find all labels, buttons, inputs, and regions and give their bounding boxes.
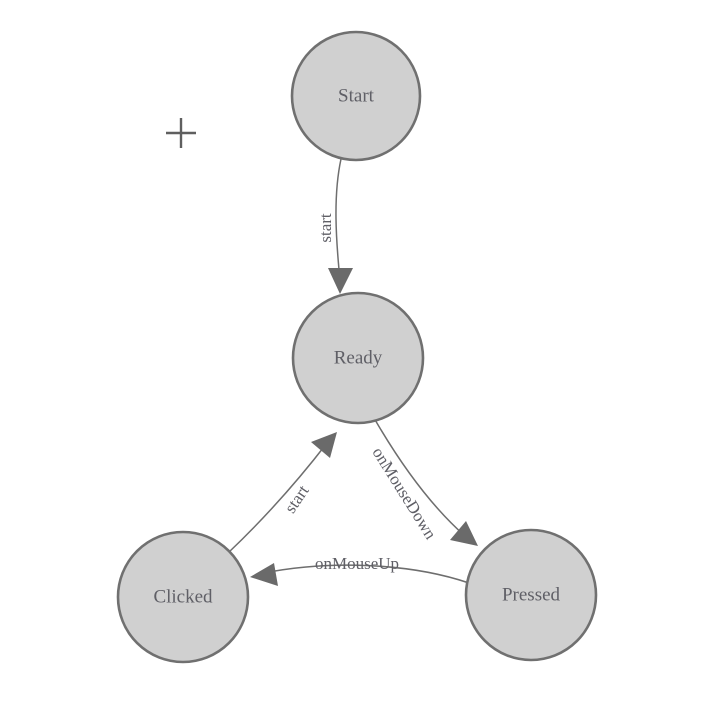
edge-line-pressed-to-clicked	[263, 564, 470, 584]
edge-label-clicked-to-ready: start	[281, 481, 313, 516]
node-label-ready: Ready	[334, 347, 383, 368]
edge-clicked-to-ready[interactable]: start	[227, 432, 337, 554]
node-label-pressed: Pressed	[502, 584, 561, 605]
state-node-start[interactable]: Start	[290, 30, 422, 162]
edge-label-start-to-ready: start	[316, 213, 335, 243]
edge-line-clicked-to-ready	[227, 442, 328, 554]
state-node-pressed[interactable]: Pressed	[464, 528, 598, 662]
state-node-ready[interactable]: Ready	[291, 291, 425, 425]
edge-line-ready-to-pressed	[373, 417, 466, 537]
arrowhead-icon-clicked-to-ready	[311, 432, 337, 458]
edge-label-ready-to-pressed: onMouseDown	[369, 444, 441, 543]
arrowhead-icon-ready-to-pressed	[450, 521, 478, 546]
node-label-clicked: Clicked	[153, 586, 213, 607]
edge-ready-to-pressed[interactable]: onMouseDown	[369, 417, 478, 546]
node-circle-clicked[interactable]	[116, 530, 250, 664]
node-label-start: Start	[338, 85, 375, 106]
arrowhead-icon-start-to-ready	[328, 268, 353, 294]
crosshair-icon	[166, 118, 196, 148]
arrowhead-icon-pressed-to-clicked	[250, 563, 278, 586]
node-circle-start[interactable]	[290, 30, 422, 162]
node-circle-ready[interactable]	[291, 291, 425, 425]
edge-start-to-ready[interactable]: start	[316, 158, 353, 294]
crosshair-layer	[166, 118, 196, 148]
state-node-clicked[interactable]: Clicked	[116, 530, 250, 664]
node-circle-pressed[interactable]	[464, 528, 598, 662]
edge-line-start-to-ready	[335, 158, 342, 281]
edge-pressed-to-clicked[interactable]: onMouseUp	[250, 554, 470, 586]
edge-label-pressed-to-clicked: onMouseUp	[315, 554, 399, 573]
